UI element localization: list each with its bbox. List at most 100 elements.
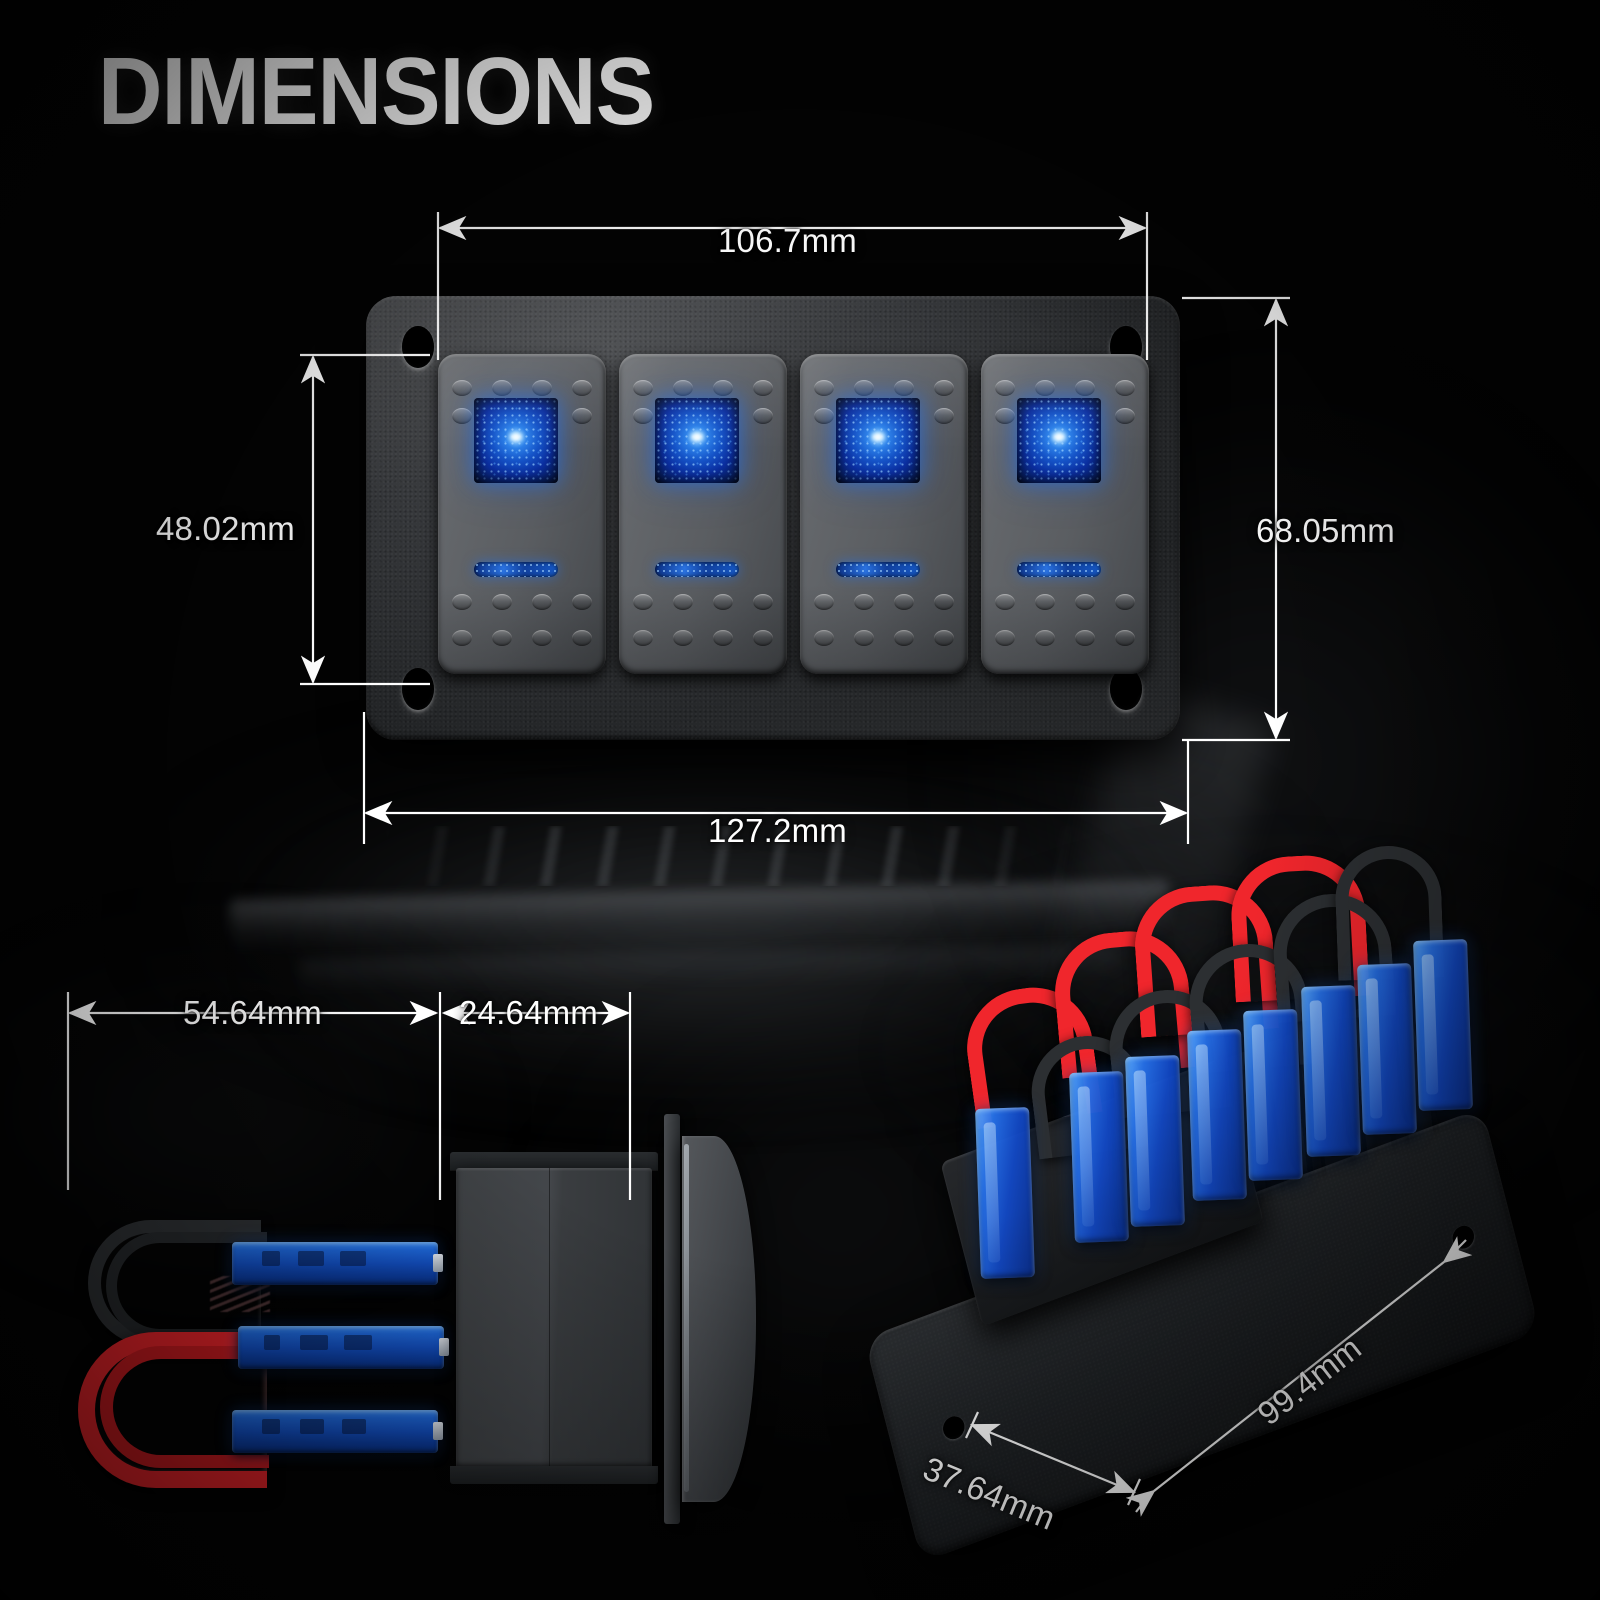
grip-dot [492,408,512,424]
blue-terminal [1069,1071,1129,1243]
grip-dot [633,594,653,610]
blue-led-slit-icon [836,562,920,577]
grip-dot-row [814,630,954,646]
blue-terminal [1301,985,1361,1157]
grip-dot [532,630,552,646]
page-title: DIMENSIONS [98,38,655,145]
dimension-label-48: 48.02mm [156,510,295,547]
grip-dot [1075,380,1095,396]
grip-dot [894,380,914,396]
grip-dot [452,630,472,646]
grip-dot [673,630,693,646]
grip-dot [995,630,1015,646]
grip-dot-row [995,408,1135,424]
slit-texture [1017,562,1101,577]
grip-dot [753,594,773,610]
blue-led-indicator-icon [474,398,558,483]
mounting-plate-edge [664,1114,680,1524]
grip-dot [492,630,512,646]
dimension-label-68: 68.05mm [1256,512,1395,549]
grip-dot [1075,594,1095,610]
grip-dot [894,408,914,424]
rocker-switch[interactable] [438,354,606,674]
grip-dot-row [633,408,773,424]
grip-dot [673,380,693,396]
dimension-label-5464: 54.64mm [183,994,322,1031]
grip-dot [814,408,834,424]
grip-dot [934,408,954,424]
grip-dot-row [452,594,592,610]
grip-dot [753,630,773,646]
grip-dot [1075,630,1095,646]
grip-dot [452,408,472,424]
switch-body [456,1168,652,1468]
spade-connector [232,1242,443,1285]
connector-notch [340,1251,366,1266]
grip-dot [934,630,954,646]
switch-side-profile-view [60,1080,760,1530]
grip-dot [452,380,472,396]
connector-tip [433,1254,443,1272]
grip-dot [572,594,592,610]
grip-dot [492,594,512,610]
connector-notch [344,1335,372,1350]
grip-dot [673,408,693,424]
rocker-side-profile [682,1136,756,1502]
grip-dot [894,594,914,610]
grip-dot-row [995,594,1135,610]
grip-dot [1035,630,1055,646]
grip-dot [1035,408,1055,424]
grip-dot [713,630,733,646]
blue-terminal [1413,939,1473,1111]
grip-dot-row [633,630,773,646]
dimension-label-127: 127.2mm [708,812,847,849]
led-core [691,432,703,442]
rocker-switch[interactable] [619,354,787,674]
connector-notch [264,1335,280,1350]
grip-dot-row [814,594,954,610]
rocker-switch[interactable] [800,354,968,674]
grip-dot [854,380,874,396]
grip-dot [1115,380,1135,396]
led-core [872,432,884,442]
grip-dot [572,408,592,424]
connector-tip [439,1338,449,1356]
grip-dot [532,380,552,396]
grip-dot [532,408,552,424]
grip-dot [995,408,1015,424]
grip-dot [673,594,693,610]
grip-dot-row [995,380,1135,396]
mounting-hole [402,668,434,710]
grip-dot [713,408,733,424]
switch-body-bottom-cap [450,1466,658,1484]
led-texture [1017,398,1101,483]
rocker-switch-row [438,354,1149,674]
grip-dot [532,594,552,610]
grip-dot [452,594,472,610]
grip-dot-row [995,630,1135,646]
grip-dot [572,630,592,646]
led-texture [655,398,739,483]
grip-dot [814,630,834,646]
grip-dot [1035,380,1055,396]
rocker-switch[interactable] [981,354,1149,674]
grip-dot [753,380,773,396]
grip-dot [633,380,653,396]
blue-led-indicator-icon [836,398,920,483]
dimension-label-106: 106.7mm [718,222,857,259]
grip-dot-row [452,408,592,424]
slit-texture [655,562,739,577]
slit-texture [474,562,558,577]
blue-led-indicator-icon [655,398,739,483]
grip-dot [894,630,914,646]
slit-texture [836,562,920,577]
connector-notch [342,1419,366,1434]
grip-dot [713,380,733,396]
grip-dot [934,594,954,610]
grip-dot [572,380,592,396]
mounting-hole [402,326,434,368]
blue-terminal [1187,1029,1247,1201]
grip-dot-row [633,380,773,396]
spade-connector [232,1410,443,1453]
led-texture [474,398,558,483]
